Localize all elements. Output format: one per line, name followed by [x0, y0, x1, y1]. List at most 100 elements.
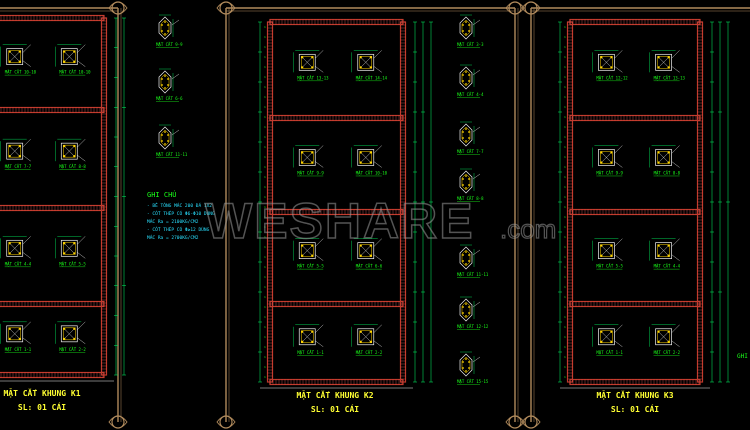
section-label: MẶT CẮT 9-9 [297, 170, 324, 175]
leader-line [77, 139, 86, 148]
rebar-dot [462, 361, 464, 363]
dim-text: 1 [264, 45, 266, 49]
rebar-dot [610, 254, 613, 257]
section-label: MẶT CẮT 9-9 [156, 42, 183, 47]
section-diag [359, 244, 372, 257]
frame-k1-drawing: 111111111111111111111111111111111111MẶT … [0, 14, 126, 382]
leader-line [171, 129, 180, 136]
section-diag [657, 151, 670, 164]
stirrup [359, 151, 373, 164]
rebar-dot [73, 155, 76, 158]
column-outline [158, 70, 172, 94]
rebar-dot [465, 315, 467, 317]
dim-text: 1 [564, 295, 566, 299]
leader-line [614, 50, 623, 59]
column-section: MẶT CẮT 11-11 [457, 244, 489, 278]
section-label: MẶT CẮT 12-12 [596, 75, 628, 80]
column-section: MẶT CẮT 12-12 [457, 296, 489, 330]
section-label: MẶT CẮT 2-2 [356, 350, 383, 355]
leader-line [373, 161, 382, 168]
stirrup [657, 330, 670, 344]
dim-text: 1 [564, 305, 566, 309]
section-outline [298, 328, 316, 346]
rebar-dot [465, 251, 467, 253]
rebar-dot [63, 50, 66, 53]
stirrup [600, 151, 613, 164]
rebar-dot [657, 330, 660, 333]
rebar-dot [73, 242, 76, 245]
dim-text: 1 [264, 95, 266, 99]
rebar-dot [8, 155, 11, 158]
rebar-dot [311, 340, 314, 343]
column-section: MẶT CẮT 15-15 [457, 351, 489, 385]
dim-text: 1 [564, 245, 566, 249]
rebar-dot [468, 178, 470, 180]
dim-text: 1 [564, 115, 566, 119]
ornament-leaf [216, 415, 236, 429]
notes-line-2: - CỐT THÉP CÓ Φ6-Φ10 DÙNG [147, 209, 215, 217]
section-label: MẶT CẮT 1-1 [297, 350, 324, 355]
leader-line [472, 126, 481, 133]
beam-section: MẶT CẮT 6-6 [351, 238, 383, 270]
rebar-dot [462, 131, 464, 133]
rebar-dot [465, 83, 467, 85]
section-diag [63, 327, 76, 340]
beam-section: MẶT CẮT 1-1 [592, 324, 623, 356]
rebar-dot [301, 254, 304, 257]
section-label: MẶT CẮT 2-2 [654, 350, 681, 355]
section-diag [8, 145, 21, 158]
rebar-dot [462, 137, 464, 139]
leader-line [671, 145, 680, 154]
dim-text: 1 [264, 105, 266, 109]
rebar-dot [667, 161, 670, 164]
dim-text: 1 [564, 325, 566, 329]
section-label: MẶT CẮT 5-5 [297, 264, 324, 269]
rebar-dot [465, 21, 467, 23]
dim-text: 1 [264, 365, 266, 369]
rebar-dot [462, 184, 464, 186]
section-label: MẶT CẮT 5-5 [59, 261, 86, 266]
section-diag [600, 244, 613, 257]
column-outline [459, 246, 473, 270]
column-section: MẶT CẮT 9-9 [156, 14, 183, 48]
rebar-dot [468, 30, 470, 32]
column-outline [459, 298, 473, 322]
rebar-dot [369, 254, 372, 257]
dim-text: 1 [564, 335, 566, 339]
leader-line [373, 238, 382, 247]
rebar-dot [657, 151, 660, 154]
rebar-dot [667, 330, 670, 333]
dim-text: 1 [564, 275, 566, 279]
column-section: MẶT CẮT 7-7 [457, 121, 484, 155]
section-label: MẶT CẮT 9-9 [596, 170, 623, 175]
leader-line [614, 145, 623, 154]
section-label: MẶT CẮT 8-8 [654, 170, 681, 175]
section-label: MẶT CẮT 2-2 [59, 347, 86, 352]
dim-text: 1 [564, 205, 566, 209]
rebar-dot [311, 66, 314, 69]
leader-line [614, 324, 623, 333]
ornament-leaf [108, 415, 128, 429]
leader-line [22, 321, 31, 330]
leader-line [472, 69, 481, 76]
rebar-dot [610, 330, 613, 333]
rebar-dot [462, 312, 464, 314]
rebar-dot [167, 84, 169, 86]
frame-beam [0, 371, 105, 379]
notes-block: GHI CHÚ - BÊ TÔNG MÁC 200 ĐÁ 1X2 - CỐT T… [147, 190, 748, 360]
rebar-dot [161, 84, 163, 86]
dim-text: 1 [264, 325, 266, 329]
dim-text: 1 [264, 255, 266, 259]
rebar-dot [8, 50, 11, 53]
leader-line [315, 66, 324, 73]
rebar-dot [73, 50, 76, 53]
rebar-dot [462, 306, 464, 308]
leader-line [22, 252, 31, 259]
rebar-dot [311, 244, 314, 247]
leader-line [77, 236, 86, 245]
dim-text: 1 [264, 85, 266, 89]
section-diag [600, 330, 613, 343]
leader-line [77, 252, 86, 259]
rebar-dot [657, 244, 660, 247]
